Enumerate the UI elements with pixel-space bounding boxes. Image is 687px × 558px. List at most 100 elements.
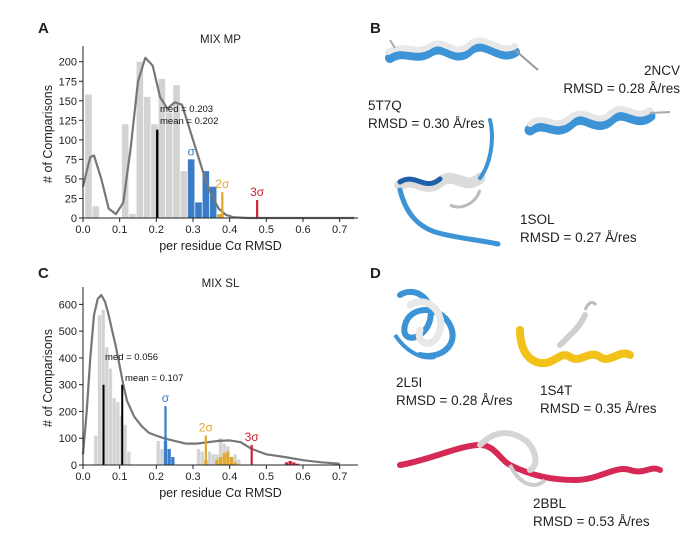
histogram-bar-red xyxy=(288,460,292,465)
structure-id: 2L5I xyxy=(396,375,423,390)
structure-rmsd: RMSD = 0.30 Å/res xyxy=(368,116,485,131)
x-axis-label: per residue Cα RMSD xyxy=(159,239,282,253)
histogram-bar-blue xyxy=(167,448,171,465)
median-label: med = 0.056 xyxy=(105,352,158,363)
y-tick-label: 0 xyxy=(71,213,77,225)
histogram-bar-gray xyxy=(158,78,166,219)
x-tick-label: 0.7 xyxy=(332,471,347,483)
histogram-bar-gray xyxy=(97,315,102,465)
histogram-bar-gray xyxy=(173,85,180,219)
histogram-bar-gold xyxy=(215,459,219,465)
x-axis-label: per residue Cα RMSD xyxy=(159,486,282,500)
x-tick-label: 0.2 xyxy=(149,224,164,236)
histogram-bar-red xyxy=(292,462,296,465)
structure-label-5t7q: 5T7Q RMSD = 0.30 Å/res xyxy=(368,97,485,133)
structure-1s4t-ribbon xyxy=(516,301,634,368)
structure-id: 5T7Q xyxy=(368,98,402,113)
y-tick-label: 200 xyxy=(59,406,77,418)
structure-id: 2BBL xyxy=(533,496,567,511)
x-tick-label: 0.4 xyxy=(222,471,237,483)
median-label: med = 0.203 xyxy=(160,104,213,115)
y-tick-label: 600 xyxy=(59,299,77,311)
y-tick-label: 100 xyxy=(59,433,77,445)
y-tick-label: 50 xyxy=(65,174,77,186)
mean-label: mean = 0.202 xyxy=(160,116,218,127)
y-axis-label: # of Comparisons xyxy=(41,85,55,183)
x-tick-label: 0.2 xyxy=(149,471,164,483)
histogram-bar-gray xyxy=(151,124,158,218)
histogram-bar-gray xyxy=(156,440,160,465)
y-tick-label: 200 xyxy=(59,57,77,69)
histogram-bar-gray xyxy=(108,368,113,465)
y-tick-label: 400 xyxy=(59,353,77,365)
histogram-bar-gray xyxy=(211,454,215,465)
sigma-label: σ xyxy=(187,144,195,158)
histogram-bar-gray xyxy=(85,94,92,218)
y-tick-label: 25 xyxy=(65,193,77,205)
histogram-bar-gray xyxy=(143,96,151,218)
structure-2l5i-ribbon xyxy=(393,288,456,360)
panel-label-a: A xyxy=(38,20,49,37)
x-tick-label: 0.6 xyxy=(295,471,310,483)
structure-label-2ncv: 2NCV RMSD = 0.28 Å/res xyxy=(540,62,680,98)
structure-label-1s4t: 1S4T RMSD = 0.35 Å/res xyxy=(540,382,657,418)
histogram-bar-gold xyxy=(218,456,223,465)
mean-label: mean = 0.107 xyxy=(125,373,183,384)
histogram-bar-gray xyxy=(116,402,120,465)
y-tick-label: 0 xyxy=(71,460,77,472)
sigma-label: σ xyxy=(162,391,170,405)
structure-id: 1S4T xyxy=(540,383,573,398)
histogram-bar-gray xyxy=(127,451,131,465)
y-tick-label: 300 xyxy=(59,380,77,392)
histogram-bar-gray xyxy=(121,124,129,218)
sigma-label: 2σ xyxy=(215,177,230,191)
histogram-bar-gray xyxy=(94,435,98,465)
histogram-bar-gray xyxy=(123,424,127,465)
histogram-bar-gray xyxy=(218,438,223,465)
x-tick-label: 0.5 xyxy=(259,224,274,236)
structure-id: 2NCV xyxy=(643,63,680,78)
histogram-bar-gold xyxy=(226,451,230,465)
x-tick-label: 0.1 xyxy=(112,224,127,236)
y-tick-label: 75 xyxy=(65,154,77,166)
histogram-bar-gold xyxy=(217,214,224,218)
histogram-bar-gold xyxy=(233,462,237,465)
structure-label-2l5i: 2L5I RMSD = 0.28 Å/res xyxy=(396,374,513,410)
structure-label-1sol: 1SOL RMSD = 0.27 Å/res xyxy=(520,211,637,247)
histogram-bar-gray xyxy=(112,398,116,465)
sigma-label: 2σ xyxy=(199,421,214,435)
histogram-bar-gold xyxy=(229,456,234,465)
histogram-bar-gray xyxy=(136,61,144,218)
histogram-bar-gray xyxy=(200,451,204,465)
x-tick-label: 0.3 xyxy=(185,471,200,483)
histogram-bar-gray xyxy=(92,206,100,218)
histogram-bar-red xyxy=(284,462,289,465)
y-tick-label: 175 xyxy=(59,76,77,88)
sigma-label: 3σ xyxy=(245,430,260,444)
histogram-bar-gray xyxy=(196,448,201,465)
chart-title: MIX MP xyxy=(200,34,241,46)
structure-2ncv-ribbon xyxy=(524,106,671,136)
histogram-bar-gray xyxy=(165,112,173,218)
structure-label-2bbl: 2BBL RMSD = 0.53 Å/res xyxy=(533,495,650,531)
histogram-bar-gray xyxy=(207,451,212,465)
histogram-bar-gray xyxy=(237,459,241,465)
structure-panel-b xyxy=(385,37,671,247)
panel-label-b: B xyxy=(370,20,381,37)
y-tick-label: 150 xyxy=(59,96,77,108)
x-tick-label: 0.1 xyxy=(112,471,127,483)
x-tick-label: 0.5 xyxy=(259,471,274,483)
histogram-bar-gold xyxy=(222,452,226,465)
histogram-bar-blue xyxy=(195,202,202,218)
x-tick-label: 0.0 xyxy=(75,224,90,236)
x-tick-label: 0.3 xyxy=(185,224,200,236)
histogram-bar-gray xyxy=(160,448,164,465)
structure-rmsd: RMSD = 0.53 Å/res xyxy=(533,514,650,529)
chart-title: MIX SL xyxy=(202,278,240,290)
histogram-bar-gray xyxy=(129,214,136,218)
histogram-bar-gray xyxy=(105,347,109,465)
structure-panel-d xyxy=(393,288,663,487)
